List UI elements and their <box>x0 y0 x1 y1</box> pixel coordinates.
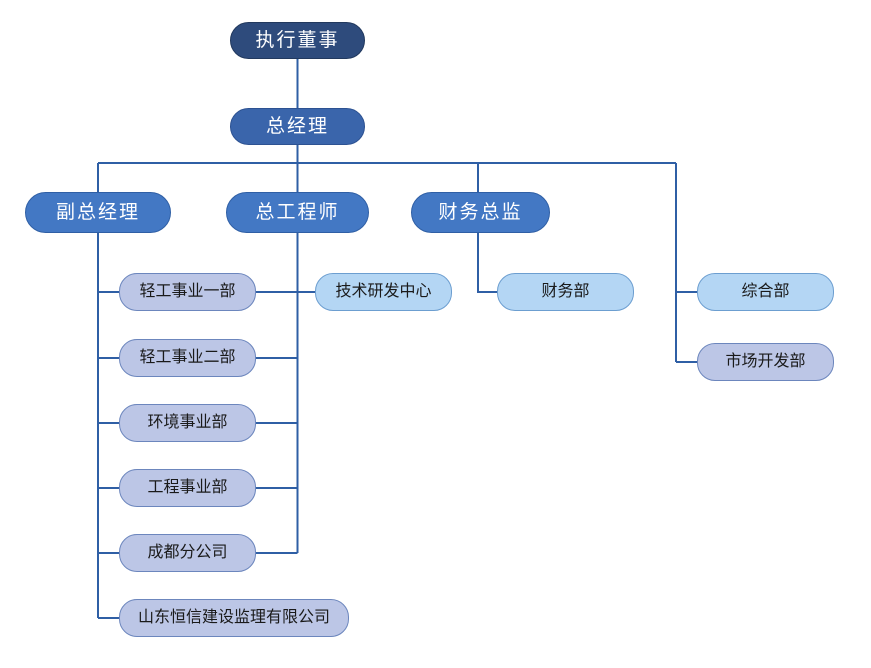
org-node-label: 市场开发部 <box>725 353 806 370</box>
org-node-label: 轻工事业一部 <box>139 283 236 300</box>
org-node-cfo[interactable]: 财务总监 <box>411 192 550 233</box>
org-node-label: 财务部 <box>541 283 590 300</box>
org-node-label: 副总经理 <box>55 202 140 223</box>
org-node-exec_director[interactable]: 执行董事 <box>230 22 365 59</box>
org-node-label: 执行董事 <box>255 30 340 51</box>
org-node-label: 技术研发中心 <box>335 283 432 300</box>
org-node-chief_engineer[interactable]: 总工程师 <box>226 192 369 233</box>
org-node-label: 总经理 <box>265 116 329 137</box>
org-node-label: 山东恒信建设监理有限公司 <box>137 609 330 626</box>
connector-cfo-to-finance_dept <box>477 233 497 293</box>
org-node-label: 成都分公司 <box>147 544 228 561</box>
org-node-label: 工程事业部 <box>147 479 228 496</box>
org-node-light_industry_2[interactable]: 轻工事业二部 <box>119 339 256 377</box>
org-node-light_industry_1[interactable]: 轻工事业一部 <box>119 273 256 311</box>
org-node-rd_center[interactable]: 技术研发中心 <box>315 273 452 311</box>
org-node-market_development[interactable]: 市场开发部 <box>697 343 834 381</box>
org-node-general_affairs[interactable]: 综合部 <box>697 273 834 311</box>
org-node-label: 环境事业部 <box>147 414 228 431</box>
org-node-environment_div[interactable]: 环境事业部 <box>119 404 256 442</box>
org-node-label: 综合部 <box>741 283 790 300</box>
org-node-shandong_hengxin[interactable]: 山东恒信建设监理有限公司 <box>119 599 349 637</box>
org-node-general_manager[interactable]: 总经理 <box>230 108 365 145</box>
org-node-label: 总工程师 <box>255 202 340 223</box>
org-node-finance_dept[interactable]: 财务部 <box>497 273 634 311</box>
org-node-deputy_gm[interactable]: 副总经理 <box>25 192 171 233</box>
org-node-chengdu_branch[interactable]: 成都分公司 <box>119 534 256 572</box>
org-node-label: 轻工事业二部 <box>139 349 236 366</box>
org-node-label: 财务总监 <box>438 202 523 223</box>
org-node-engineering_div[interactable]: 工程事业部 <box>119 469 256 507</box>
